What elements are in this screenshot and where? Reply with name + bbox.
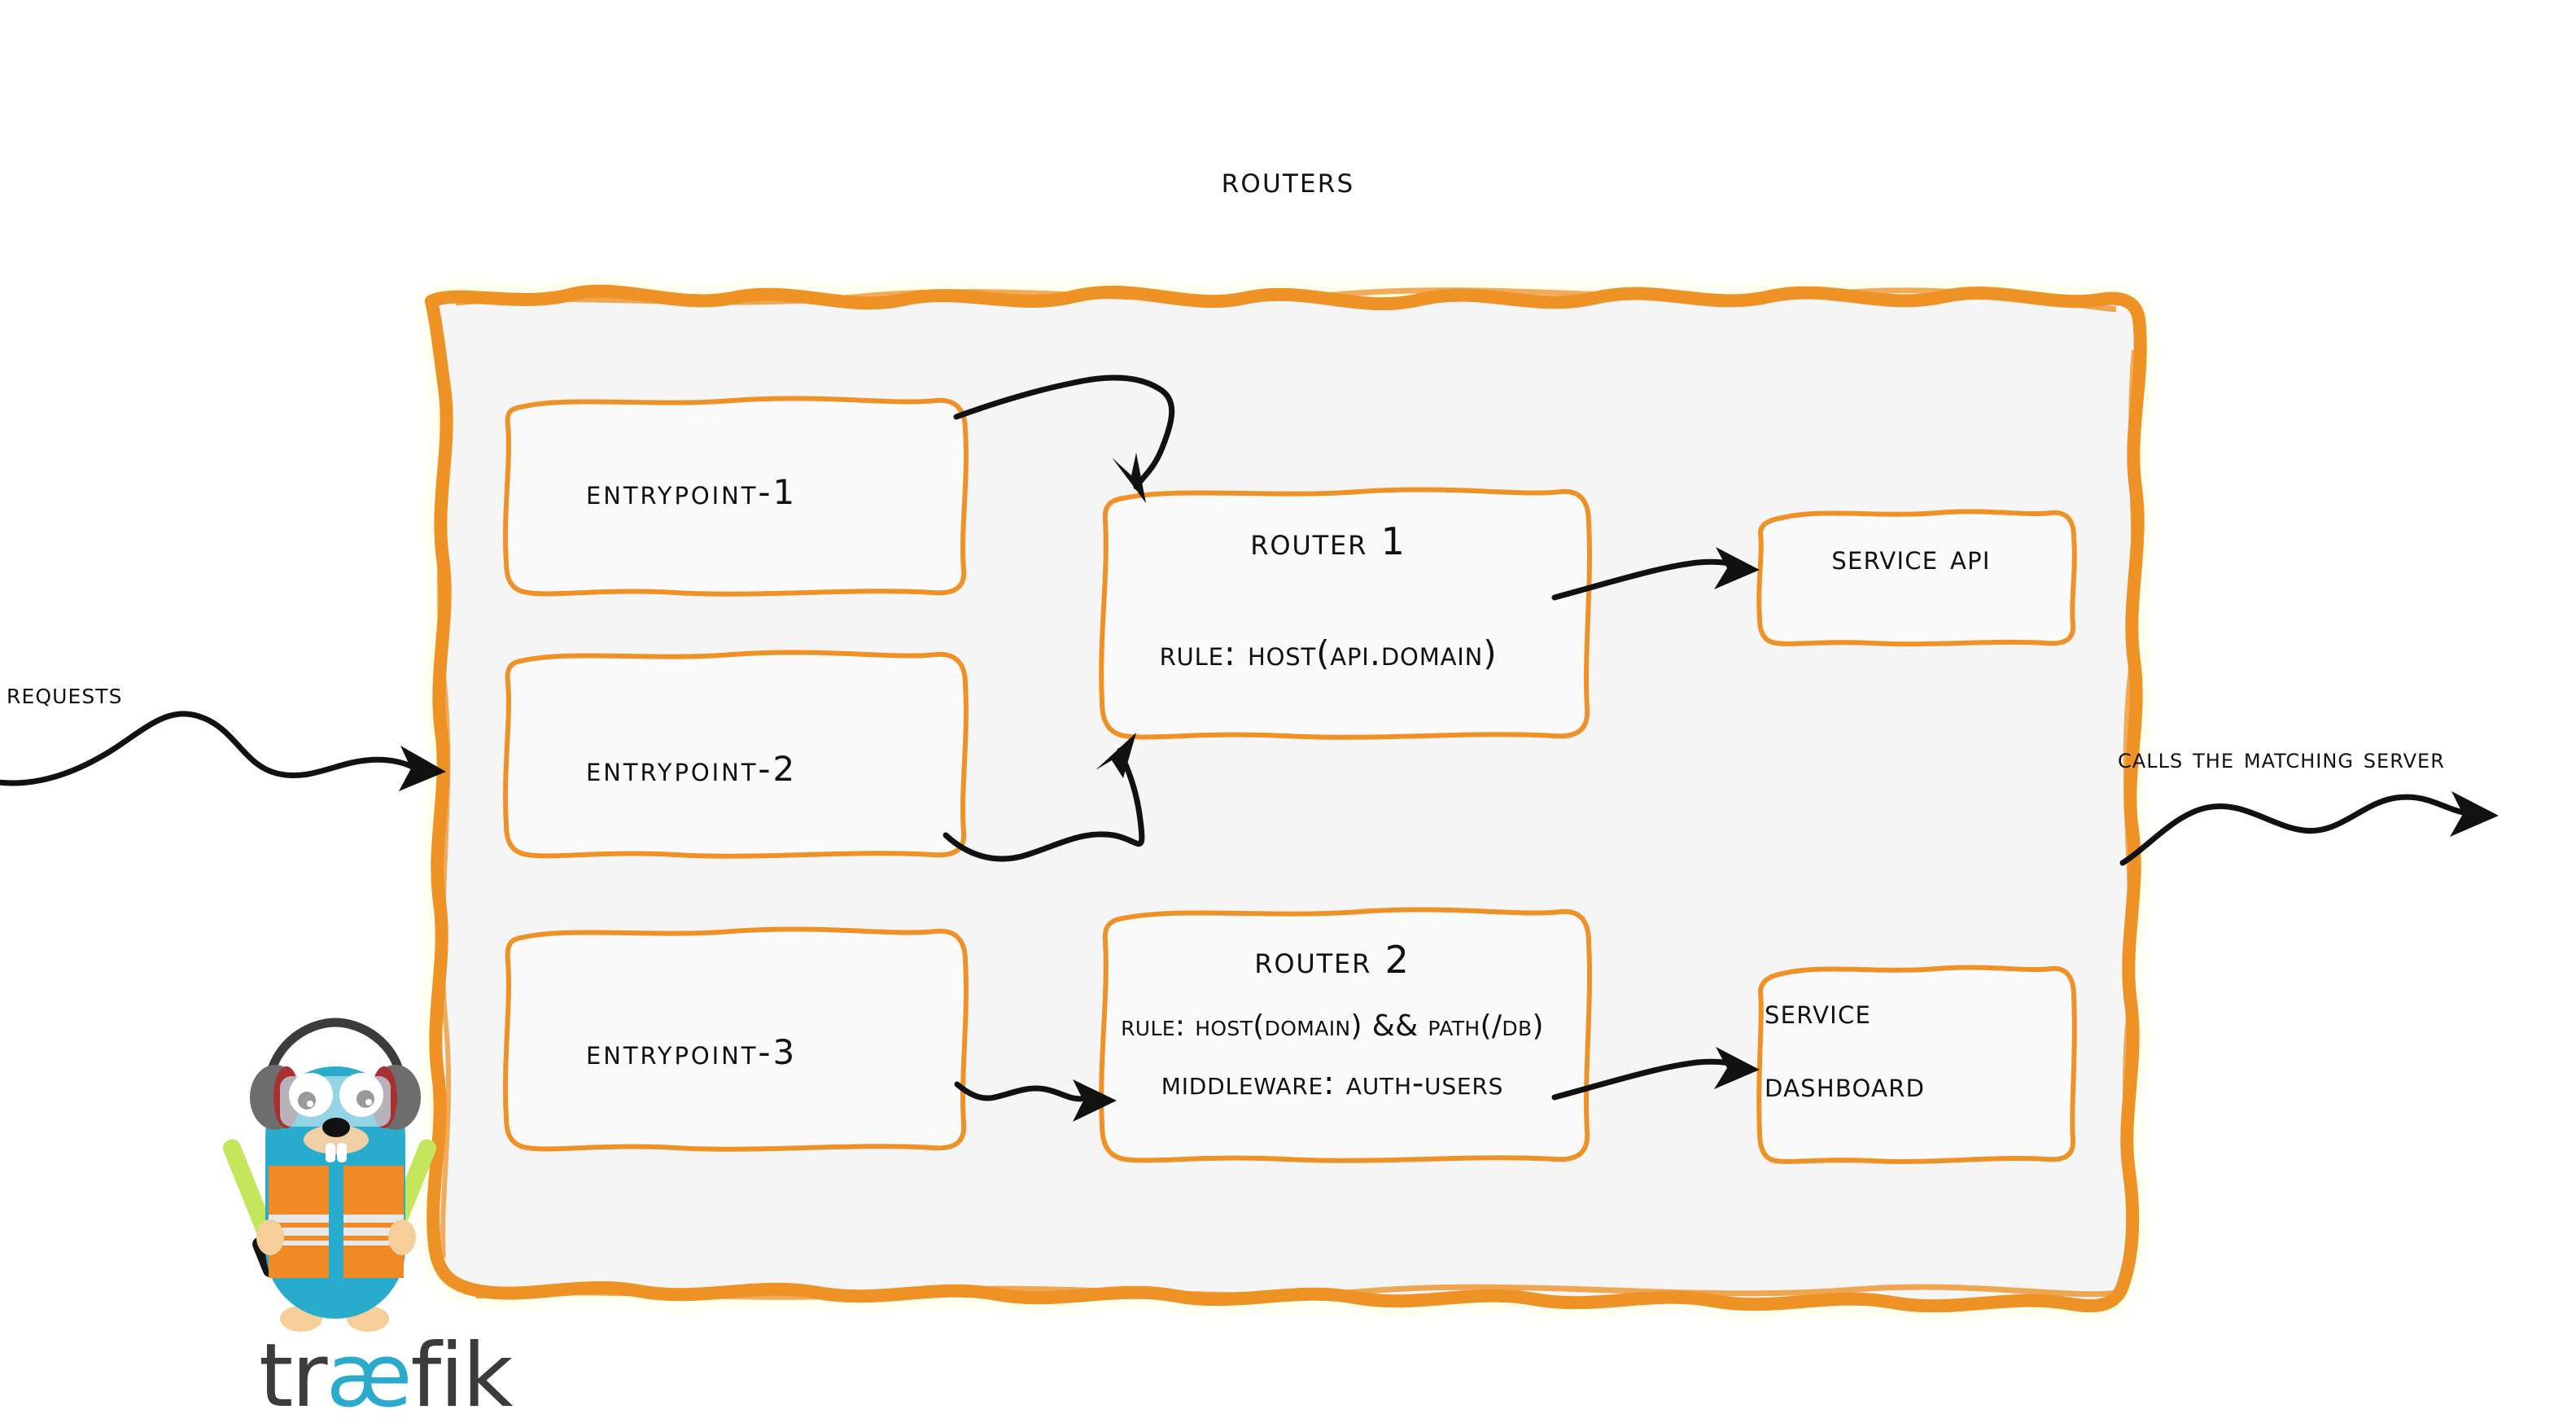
service-api-label: Service API bbox=[1831, 537, 1991, 577]
gopher-mascot bbox=[222, 1018, 437, 1332]
service-dashboard-box bbox=[1756, 965, 2077, 1164]
router-2-title: Router 2 bbox=[1254, 938, 1410, 982]
wordmark-suffix: fik bbox=[410, 1325, 513, 1427]
service-api-box bbox=[1756, 509, 2077, 647]
gopher-safety-vest bbox=[269, 1166, 404, 1278]
wordmark-ligature: æ bbox=[326, 1325, 412, 1427]
page-title: Routers bbox=[1221, 160, 1355, 201]
entrypoint-3-box bbox=[503, 926, 969, 1152]
panel-bottom-accent bbox=[475, 1284, 2120, 1300]
entrypoint-2-box bbox=[503, 650, 969, 859]
entrypoint-3-label: entrypoint-3 bbox=[586, 1032, 798, 1072]
headphone-band-icon bbox=[264, 1018, 407, 1088]
router-2-middleware: Middleware: auth-users bbox=[1161, 1065, 1504, 1102]
requests-label: Requests bbox=[7, 677, 123, 711]
entrypoint-1-box bbox=[503, 396, 969, 597]
gopher-hand-right bbox=[388, 1219, 416, 1255]
wordmark-prefix: tr bbox=[259, 1325, 328, 1427]
panel-left-accent bbox=[436, 349, 452, 1258]
panel-right-accent bbox=[2122, 349, 2137, 1261]
router-1-rule: rule: Host(api.domain) bbox=[1159, 633, 1498, 673]
arrow-router1-to-serviceapi bbox=[1551, 547, 1760, 601]
router-2-box bbox=[1099, 907, 1592, 1163]
traefik-wordmark: træfik bbox=[259, 1325, 514, 1427]
arrow-requests-to-panel bbox=[0, 711, 446, 791]
calls-matching-server-label: Calls the matching server bbox=[2118, 742, 2445, 775]
entrypoint-2-label: entrypoint-2 bbox=[586, 749, 798, 789]
service-dashboard-label-line2: Dashboard bbox=[1765, 1065, 1926, 1105]
arrow-router2-to-servicedashboard bbox=[1551, 1047, 1760, 1101]
gopher-muzzle bbox=[304, 1125, 369, 1154]
entrypoint-1-label: entrypoint-1 bbox=[586, 472, 798, 512]
panel-top-accent bbox=[455, 287, 2117, 313]
gopher-tooth-left bbox=[326, 1143, 335, 1162]
arrow-entrypoint1-to-router1 bbox=[953, 374, 1175, 503]
service-dashboard-label-line1: Service bbox=[1765, 991, 1872, 1031]
router-2-rule: rule: Host(domain) && Path(/db) bbox=[1121, 1009, 1544, 1043]
arrow-panel-to-calls bbox=[2119, 791, 2499, 866]
arrow-entrypoint2-to-router1 bbox=[942, 733, 1145, 862]
arrow-entrypoint3-to-router2 bbox=[954, 1079, 1117, 1122]
gopher-nose bbox=[322, 1118, 350, 1137]
gopher-tooth-right bbox=[337, 1143, 347, 1162]
router-1-box bbox=[1099, 487, 1592, 740]
gopher-hand-left bbox=[256, 1219, 284, 1255]
router-1-title: Router 1 bbox=[1250, 519, 1406, 563]
